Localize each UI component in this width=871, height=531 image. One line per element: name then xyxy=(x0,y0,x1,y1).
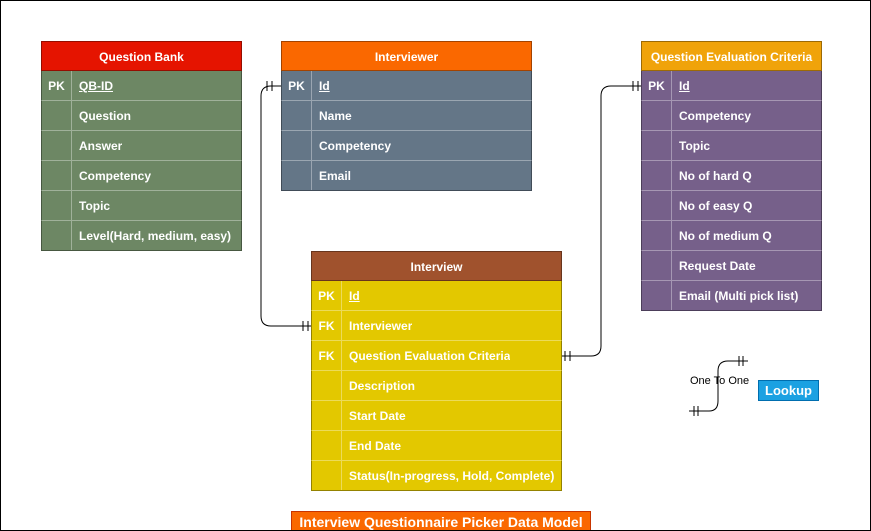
key-marker xyxy=(42,131,72,160)
field-name: Competency xyxy=(679,109,752,123)
field-name: Start Date xyxy=(349,409,406,423)
field-name: No of medium Q xyxy=(679,229,772,243)
key-marker xyxy=(282,161,312,190)
entity-row[interactable]: Name xyxy=(281,101,532,131)
entity-row[interactable]: Request Date xyxy=(641,251,822,281)
entity-row[interactable]: Description xyxy=(311,371,562,401)
link-interview-interviewer xyxy=(260,81,311,331)
legend-relation-label: One To One xyxy=(690,375,750,387)
field-name: Request Date xyxy=(679,259,756,273)
entity-row[interactable]: PK Id xyxy=(311,281,562,311)
entity-row[interactable]: Topic xyxy=(41,191,242,221)
entity-row[interactable]: Competency xyxy=(281,131,532,161)
entity-title: Question Bank xyxy=(41,41,242,71)
entity-title: Interview xyxy=(311,251,562,281)
entity-row[interactable]: PK Id xyxy=(641,71,822,101)
entity-row[interactable]: No of hard Q xyxy=(641,161,822,191)
field-name: Topic xyxy=(679,139,711,153)
key-marker xyxy=(42,221,72,250)
field-name: Id xyxy=(349,289,360,303)
entity-row[interactable]: PK Id xyxy=(281,71,532,101)
entity-row[interactable]: Start Date xyxy=(311,401,562,431)
field-name: Question Evaluation Criteria xyxy=(349,349,511,363)
key-marker xyxy=(282,131,312,160)
key-marker xyxy=(642,221,672,250)
field-name: QB-ID xyxy=(79,79,113,93)
key-marker xyxy=(42,101,72,130)
entity-row[interactable]: FK Interviewer xyxy=(311,311,562,341)
field-name: No of hard Q xyxy=(679,169,752,183)
entity-row[interactable]: Topic xyxy=(641,131,822,161)
legend-one-to-one-connector xyxy=(689,356,748,416)
key-marker xyxy=(312,461,342,490)
key-marker: FK xyxy=(312,341,342,370)
entity-title: Question Evaluation Criteria xyxy=(641,41,822,71)
key-marker xyxy=(312,401,342,430)
entity-row[interactable]: Competency xyxy=(41,161,242,191)
field-name: No of easy Q xyxy=(679,199,753,213)
field-name: Name xyxy=(319,109,352,123)
entity-row[interactable]: Email xyxy=(281,161,532,191)
entity-row[interactable]: FK Question Evaluation Criteria xyxy=(311,341,562,371)
key-marker xyxy=(42,161,72,190)
key-marker: PK xyxy=(282,71,312,100)
field-name: Email xyxy=(319,169,352,183)
field-name: Interviewer xyxy=(349,319,413,333)
field-name: Topic xyxy=(79,199,111,213)
field-name: Answer xyxy=(79,139,123,153)
key-marker xyxy=(642,251,672,280)
key-marker xyxy=(42,191,72,220)
key-marker xyxy=(642,281,672,310)
key-marker xyxy=(642,101,672,130)
field-name: Question xyxy=(79,109,132,123)
key-marker: PK xyxy=(642,71,672,100)
link-interview-evaluation-criteria xyxy=(561,81,641,361)
entity-row[interactable]: End Date xyxy=(311,431,562,461)
key-marker: PK xyxy=(42,71,72,100)
entity-row[interactable]: Competency xyxy=(641,101,822,131)
field-name: Level(Hard, medium, easy) xyxy=(79,229,232,243)
key-marker xyxy=(642,191,672,220)
key-marker: PK xyxy=(312,281,342,310)
key-marker xyxy=(312,371,342,400)
entity-row[interactable]: PK QB-ID xyxy=(41,71,242,101)
field-name: Competency xyxy=(319,139,392,153)
key-marker xyxy=(282,101,312,130)
field-name: End Date xyxy=(349,439,402,453)
entity-row[interactable]: No of medium Q xyxy=(641,221,822,251)
entity-title: Interviewer xyxy=(281,41,532,71)
entity-row[interactable]: Answer xyxy=(41,131,242,161)
entity-row[interactable]: Status(In-progress, Hold, Complete) xyxy=(311,461,562,491)
field-name: Description xyxy=(349,379,416,393)
key-marker xyxy=(642,131,672,160)
field-name: Id xyxy=(679,79,690,93)
field-name: Id xyxy=(319,79,330,93)
key-marker xyxy=(642,161,672,190)
lookup-button[interactable]: Lookup xyxy=(758,380,819,401)
entity-row[interactable]: Level(Hard, medium, easy) xyxy=(41,221,242,251)
field-name: Competency xyxy=(79,169,152,183)
entity-row[interactable]: No of easy Q xyxy=(641,191,822,221)
field-name: Status(In-progress, Hold, Complete) xyxy=(349,469,555,483)
key-marker xyxy=(312,431,342,460)
key-marker: FK xyxy=(312,311,342,340)
entity-row[interactable]: Email (Multi pick list) xyxy=(641,281,822,311)
field-name: Email (Multi pick list) xyxy=(679,289,799,303)
entity-row[interactable]: Question xyxy=(41,101,242,131)
diagram-title: Interview Questionnaire Picker Data Mode… xyxy=(291,511,591,530)
